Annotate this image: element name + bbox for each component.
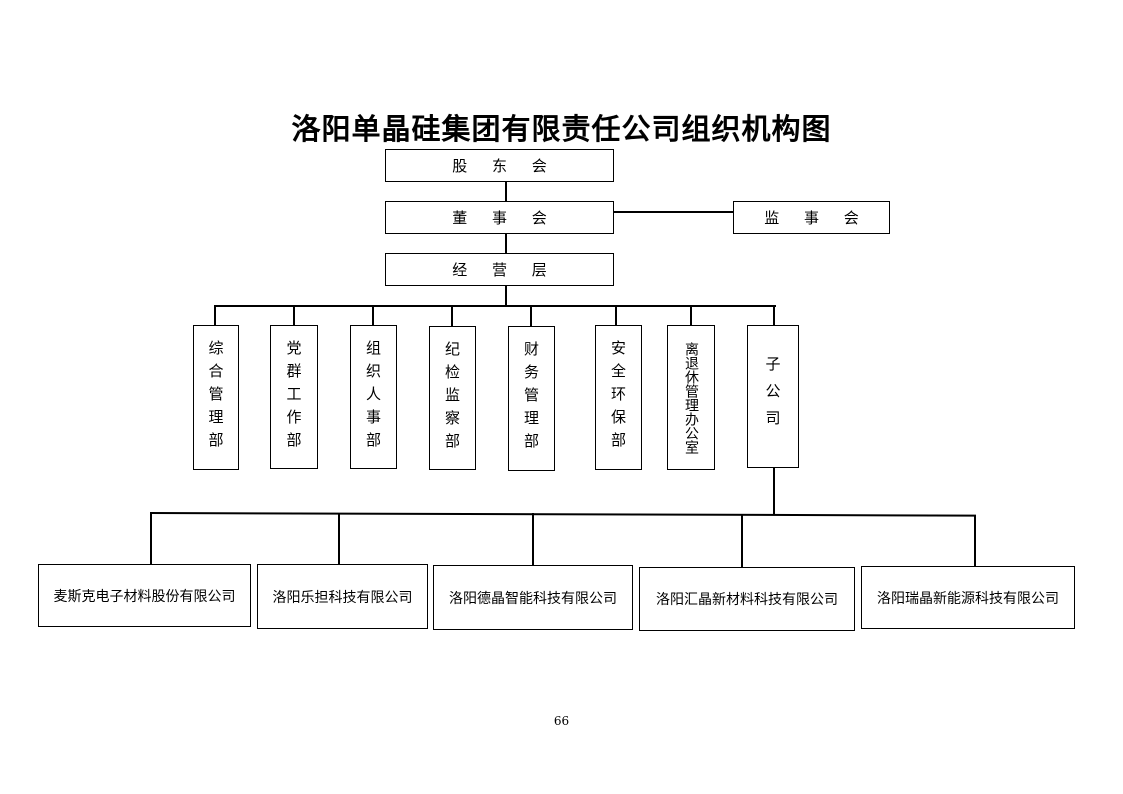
sub-drop-line <box>150 512 152 565</box>
subsidiary-bus-line <box>149 512 976 517</box>
dept-label: 离退休管理办公室 <box>683 341 699 454</box>
node-label: 监 事 会 <box>764 209 859 227</box>
dept-party-mass-work: 党群工作部 <box>270 325 318 469</box>
dept-general-management: 综合管理部 <box>193 325 239 470</box>
subsidiary-label: 洛阳汇晶新材料科技有限公司 <box>656 592 838 608</box>
dept-subsidiaries: 子公司 <box>747 325 799 468</box>
dept-drop-line <box>293 305 295 326</box>
dept-label: 财务管理部 <box>522 341 540 456</box>
node-label: 经 营 层 <box>452 261 547 279</box>
dept-drop-line <box>615 305 617 326</box>
connector-board-management <box>505 233 507 254</box>
sub-drop-line <box>741 514 743 567</box>
connector-shareholders-board <box>505 181 507 202</box>
connector-management-trunk <box>505 285 507 306</box>
chart-title: 洛阳单晶硅集团有限责任公司组织机构图 <box>291 112 832 146</box>
subsidiary-huijing-materials: 洛阳汇晶新材料科技有限公司 <box>639 567 855 631</box>
subsidiary-label: 洛阳瑞晶新能源科技有限公司 <box>877 590 1059 607</box>
dept-personnel: 组织人事部 <box>350 325 397 469</box>
dept-drop-line <box>530 305 532 327</box>
dept-label: 安全环保部 <box>609 340 627 455</box>
dept-retiree-office: 离退休管理办公室 <box>667 325 715 470</box>
dept-drop-line <box>214 305 216 326</box>
subsidiary-mesk-electronic: 麦斯克电子材料股份有限公司 <box>38 564 251 627</box>
dept-finance: 财务管理部 <box>508 326 555 471</box>
sub-drop-line <box>974 515 976 566</box>
dept-drop-line <box>451 305 453 326</box>
dept-label: 综合管理部 <box>206 340 225 455</box>
connector-board-supervisors <box>613 211 734 213</box>
node-label: 股 东 会 <box>452 157 547 175</box>
node-shareholders-meeting: 股 东 会 <box>385 149 614 182</box>
subsidiary-label: 麦斯克电子材料股份有限公司 <box>53 588 236 605</box>
subsidiary-label: 洛阳德晶智能科技有限公司 <box>449 590 617 607</box>
subsidiary-ledan-tech: 洛阳乐担科技有限公司 <box>257 564 428 629</box>
subsidiary-ruijing-energy: 洛阳瑞晶新能源科技有限公司 <box>861 566 1075 629</box>
dept-label: 纪检监察部 <box>443 340 461 456</box>
sub-drop-line <box>338 513 340 564</box>
dept-discipline-inspection: 纪检监察部 <box>429 326 476 470</box>
node-board-of-directors: 董 事 会 <box>385 201 614 234</box>
dept-label: 党群工作部 <box>284 339 303 455</box>
sub-drop-line <box>532 513 534 565</box>
dept-label: 组织人事部 <box>364 339 382 455</box>
node-management: 经 营 层 <box>385 253 614 286</box>
dept-drop-line <box>372 305 374 326</box>
node-label: 董 事 会 <box>452 209 547 227</box>
dept-drop-line <box>690 305 692 326</box>
subsidiary-label: 洛阳乐担科技有限公司 <box>272 589 413 606</box>
connector-subsidiary-trunk <box>773 467 775 514</box>
dept-drop-line <box>773 305 775 326</box>
dept-safety-environment: 安全环保部 <box>595 325 642 470</box>
page-number: 66 <box>553 714 570 728</box>
subsidiary-dejing-intelligent: 洛阳德晶智能科技有限公司 <box>433 565 633 630</box>
dept-label: 子公司 <box>763 356 782 437</box>
department-bus-line <box>214 305 776 307</box>
node-board-of-supervisors: 监 事 会 <box>733 201 890 234</box>
